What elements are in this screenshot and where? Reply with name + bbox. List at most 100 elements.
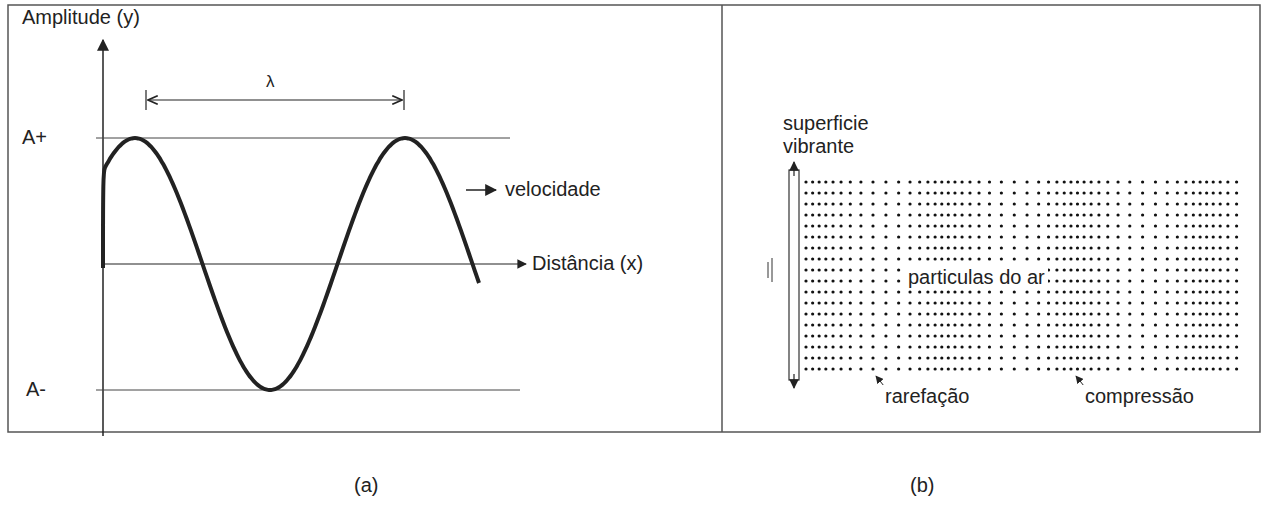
air-particle [908, 235, 911, 238]
air-particle [859, 312, 862, 315]
air-particle [1235, 224, 1238, 227]
air-particle [1219, 345, 1222, 348]
air-particle [1106, 268, 1109, 271]
air-particle [1226, 334, 1229, 337]
air-particle [1176, 202, 1179, 205]
air-particle [1184, 235, 1187, 238]
air-particle [1184, 191, 1187, 194]
air-particle [947, 356, 950, 359]
air-particle [871, 213, 874, 216]
air-particle [1047, 312, 1050, 315]
air-particle [1141, 290, 1144, 293]
air-particle [849, 268, 852, 271]
air-particle [1154, 224, 1157, 227]
air-particle [960, 290, 963, 293]
air-particle [926, 334, 929, 337]
air-particle [849, 323, 852, 326]
air-particle [1235, 191, 1238, 194]
air-particle [960, 202, 963, 205]
air-particle [1176, 312, 1179, 315]
air-particle [1063, 312, 1066, 315]
air-particle [1141, 235, 1144, 238]
air-particle [918, 246, 921, 249]
air-particle [1116, 257, 1119, 260]
air-particle [831, 202, 834, 205]
air-particle [1141, 323, 1144, 326]
air-particle [1212, 246, 1215, 249]
air-particle [977, 235, 980, 238]
air-particle [831, 345, 834, 348]
air-particle [960, 345, 963, 348]
air-particle [839, 235, 842, 238]
air-particle [1013, 367, 1016, 370]
air-particle [1069, 334, 1072, 337]
air-particle [1226, 367, 1229, 370]
air-particle [1055, 290, 1058, 293]
air-particle [849, 180, 852, 183]
air-particle [811, 334, 814, 337]
air-particle [1226, 323, 1229, 326]
air-particle [1154, 301, 1157, 304]
air-particle [1047, 323, 1050, 326]
air-particle [1082, 279, 1085, 282]
air-particle [934, 246, 937, 249]
air-particle [940, 180, 943, 183]
air-particle [1176, 301, 1179, 304]
air-particle [1000, 224, 1003, 227]
air-particle [968, 312, 971, 315]
air-particle [839, 180, 842, 183]
air-particle [1106, 334, 1109, 337]
air-particle [831, 268, 834, 271]
air-particle [1090, 246, 1093, 249]
air-particle [1090, 268, 1093, 271]
air-particle [1128, 279, 1131, 282]
air-particle [849, 235, 852, 238]
air-particle [1082, 312, 1085, 315]
air-particle [1025, 323, 1028, 326]
air-particle [988, 224, 991, 227]
air-particle [849, 191, 852, 194]
air-particle [1037, 202, 1040, 205]
air-particle [926, 257, 929, 260]
air-particle [1226, 235, 1229, 238]
air-particle [908, 301, 911, 304]
air-particle [1063, 257, 1066, 260]
air-particle [960, 312, 963, 315]
air-particle [988, 235, 991, 238]
air-particle [1166, 191, 1169, 194]
air-particle [1166, 290, 1169, 293]
air-particle [1063, 290, 1066, 293]
air-particle [1176, 323, 1179, 326]
air-particle [1128, 257, 1131, 260]
air-particle [1090, 279, 1093, 282]
air-particle [1176, 180, 1179, 183]
air-particle [884, 213, 887, 216]
air-particle [1069, 268, 1072, 271]
air-particle [1055, 224, 1058, 227]
air-particle [918, 301, 921, 304]
air-particle [1219, 323, 1222, 326]
air-particle [908, 367, 911, 370]
air-particle [1154, 191, 1157, 194]
air-particle [953, 257, 956, 260]
air-particle [1076, 367, 1079, 370]
air-particle [884, 202, 887, 205]
air-particle [1235, 367, 1238, 370]
air-particle [859, 345, 862, 348]
air-particle [1090, 356, 1093, 359]
air-particle [908, 246, 911, 249]
air-particle [940, 367, 943, 370]
air-particle [1219, 235, 1222, 238]
air-particle [1082, 257, 1085, 260]
air-particle [1154, 345, 1157, 348]
air-particle [1097, 224, 1100, 227]
air-particle [1184, 312, 1187, 315]
air-particle [947, 202, 950, 205]
air-particle [1141, 180, 1144, 183]
air-particle [839, 213, 842, 216]
air-particle [1219, 224, 1222, 227]
air-particle [818, 334, 821, 337]
air-particle [884, 323, 887, 326]
air-particle [839, 191, 842, 194]
air-particle [1128, 312, 1131, 315]
